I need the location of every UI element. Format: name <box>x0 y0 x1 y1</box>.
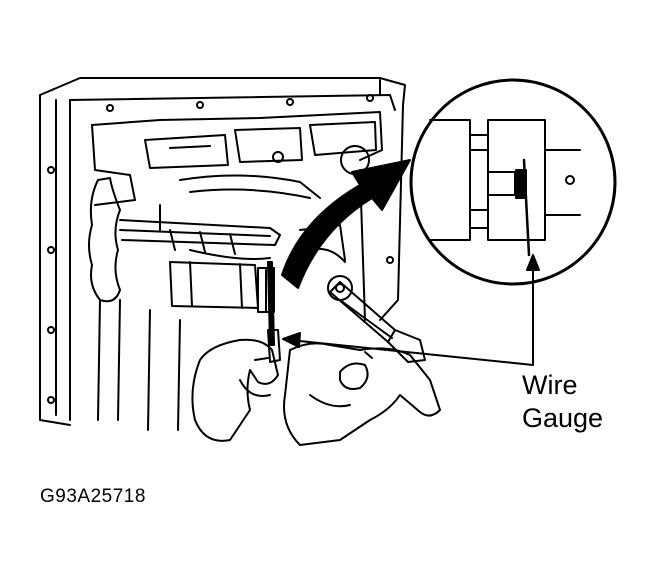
detail-inset <box>409 78 617 286</box>
wire-gauge-label: Wire Gauge <box>522 372 603 432</box>
manual-lever <box>88 177 281 303</box>
screwdriver <box>329 281 426 363</box>
magnify-arrow <box>281 159 411 289</box>
hand-left <box>191 338 279 442</box>
wire-gauge-tool <box>267 261 281 363</box>
wire-gauge-label-line2: Gauge <box>522 403 604 433</box>
valve-body <box>91 111 383 431</box>
hand-right <box>283 342 441 446</box>
callout-leader <box>282 254 540 366</box>
figure-code: G93A25718 <box>40 486 146 507</box>
accumulator-piston <box>169 261 275 313</box>
wire-gauge-label-line1: Wire <box>522 370 578 400</box>
transmission-case <box>39 77 406 426</box>
